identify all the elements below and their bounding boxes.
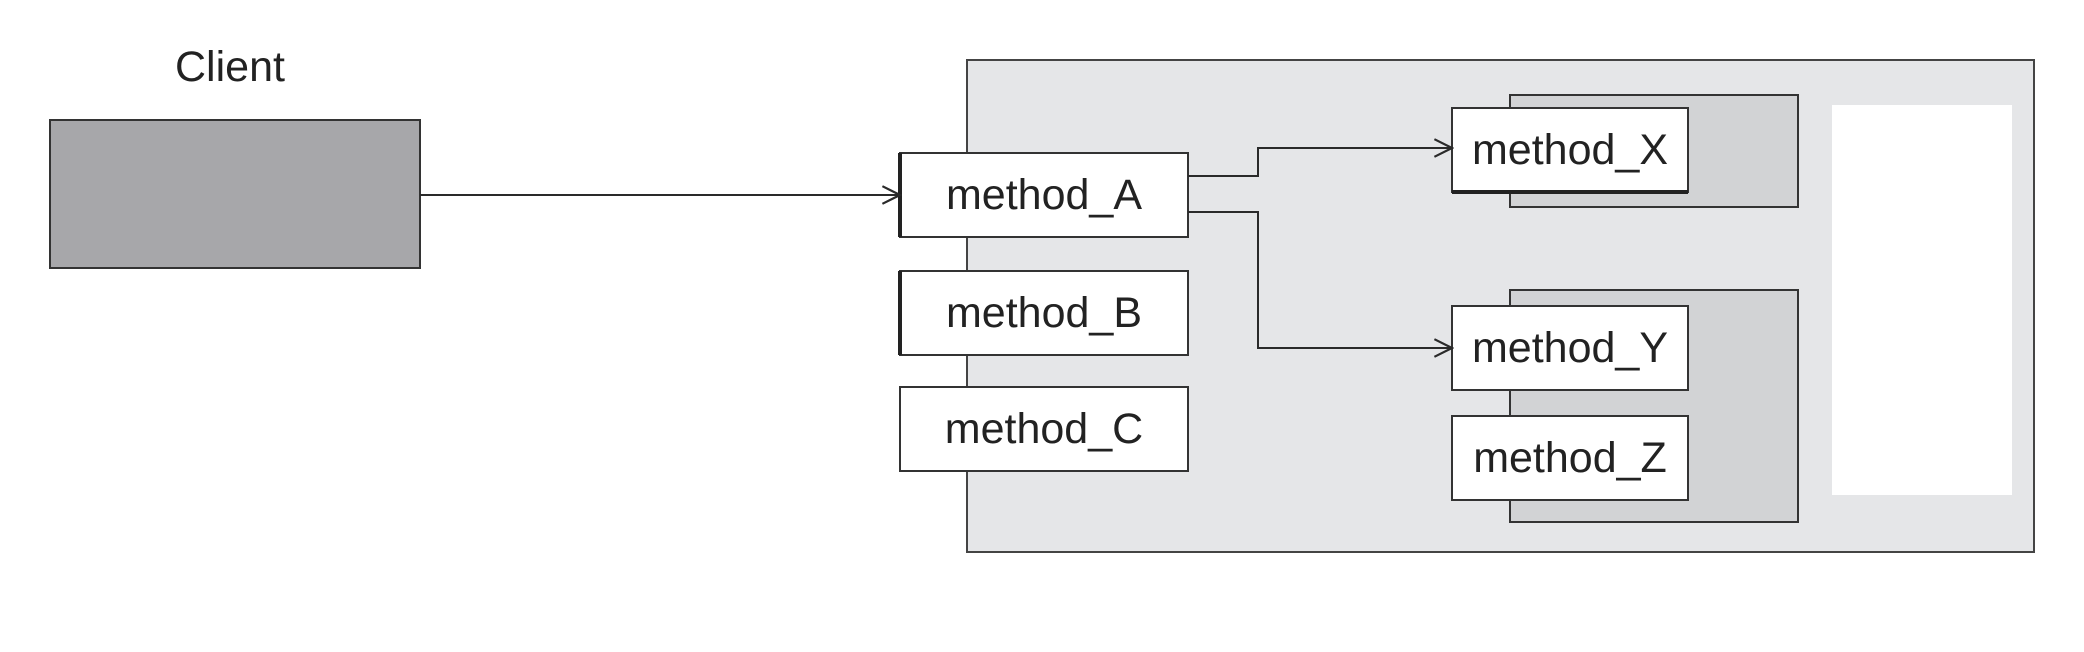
method-y-box [1451,305,1689,391]
method-z-label: method_Z [1473,434,1667,482]
method-a-box [899,152,1189,238]
method-b-label: method_B [945,289,1143,337]
method-x-box [1451,107,1689,193]
method-a-to-method-x-arrow [1188,148,1452,177]
method-z-box [1451,415,1689,501]
client-box [49,119,421,269]
blank-panel [1832,105,2012,495]
client-label: Client [175,43,285,91]
method-x-label: method_X [1471,126,1669,174]
method-c-label: method_C [944,405,1144,453]
method-a-label: method_A [945,171,1143,219]
method-y-label: method_Y [1471,324,1669,372]
method-a-to-method-y-arrow [1188,211,1452,348]
method-c-box [899,386,1189,472]
